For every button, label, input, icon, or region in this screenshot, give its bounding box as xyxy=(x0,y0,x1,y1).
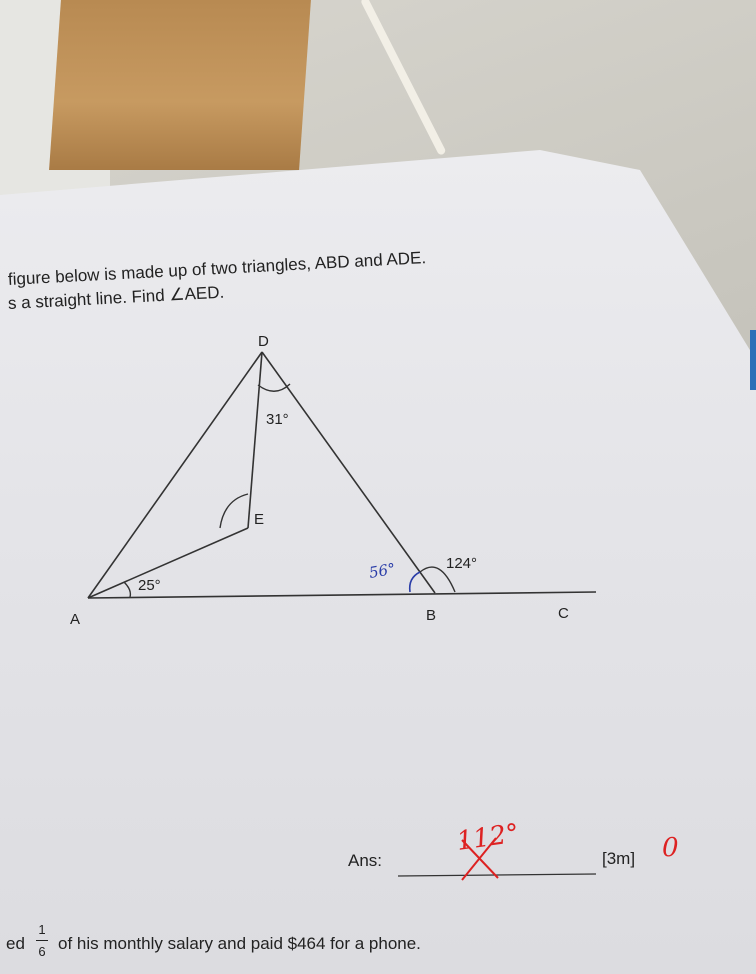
red-cross-mark xyxy=(461,837,499,881)
next-question-text: of his monthly salary and paid $464 for … xyxy=(58,934,421,953)
angle-arc-a xyxy=(123,581,132,598)
angle-label-d: 31° xyxy=(266,411,289,428)
line-db xyxy=(261,351,436,594)
point-label-a: A xyxy=(70,611,80,628)
angle-label-a: 25° xyxy=(138,577,161,594)
line-ac xyxy=(87,591,597,599)
line-de xyxy=(247,351,263,529)
angle-arc-d xyxy=(257,383,291,392)
angle-label-b-ext: 124° xyxy=(446,555,477,572)
handwritten-angle-b: 56° xyxy=(368,560,397,582)
fraction-numerator: 1 xyxy=(38,922,46,937)
answer-label: Ans: xyxy=(348,851,382,870)
point-label-d: D xyxy=(258,333,269,350)
fraction-bar xyxy=(36,940,48,941)
blue-folder-edge xyxy=(750,330,756,390)
worksheet-page xyxy=(0,150,756,974)
handwritten-answer: 112° xyxy=(455,819,521,857)
angle-arc-b-handwritten xyxy=(408,571,421,593)
point-label-e: E xyxy=(254,511,264,528)
point-label-c: C xyxy=(558,605,569,622)
point-label-b: B xyxy=(426,607,436,624)
score-zero: 0 xyxy=(662,833,679,863)
marks-label: [3m] xyxy=(602,849,635,868)
answer-line xyxy=(397,873,597,877)
angle-arc-b-ext xyxy=(419,566,456,593)
line-ae xyxy=(87,527,249,599)
angle-arc-e xyxy=(219,493,249,529)
fraction-denominator: 6 xyxy=(38,944,46,959)
line-ad xyxy=(87,351,263,599)
next-question-prefix: ed xyxy=(6,934,25,953)
